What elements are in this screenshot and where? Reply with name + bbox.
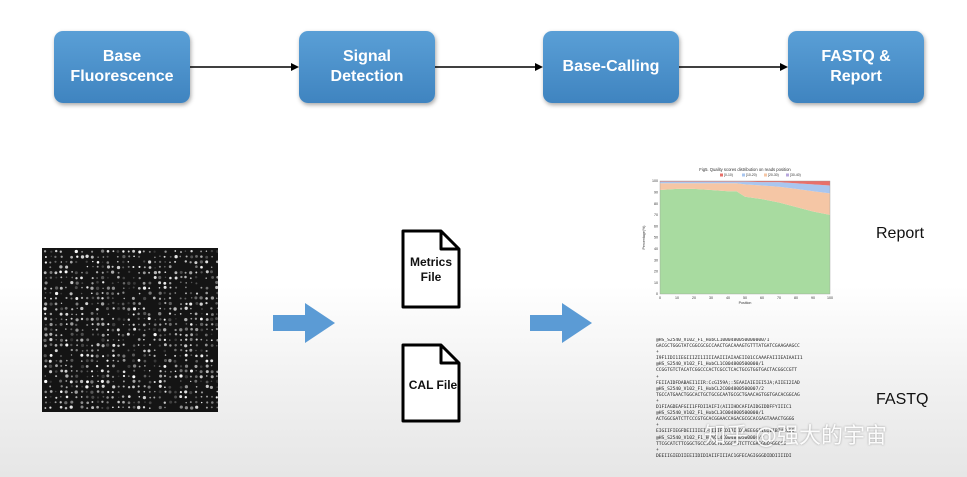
flow-arrow-1 bbox=[190, 63, 299, 71]
fastq-line: @HS_S2540_V102_F1_HobCL4C004800500000/2 bbox=[656, 435, 764, 441]
y-tick-label: 10 bbox=[654, 281, 658, 285]
legend-entry: [30-40) bbox=[790, 173, 801, 177]
legend-swatch bbox=[786, 173, 789, 177]
fastq-line: + bbox=[656, 423, 659, 429]
y-tick-label: 20 bbox=[654, 270, 658, 274]
fastq-line: TGCCATGAACTGGCACTGCTGCGCAATGCGCTGAACAGTG… bbox=[656, 392, 800, 398]
report-label: Report bbox=[876, 225, 925, 242]
legend-entry: [0-10) bbox=[724, 173, 733, 177]
flow-arrow-3 bbox=[679, 63, 788, 71]
x-tick-label: 80 bbox=[794, 296, 798, 300]
cal-file-label: CAL File bbox=[408, 378, 458, 392]
x-tick-label: 20 bbox=[692, 296, 696, 300]
x-tick-label: 50 bbox=[743, 296, 747, 300]
legend-entry: [20-30) bbox=[768, 173, 779, 177]
y-axis-label: Percentage(%) bbox=[642, 226, 646, 250]
fastq-line: @HS_S2540_V102_F1_HobCL3C004800500000/1 bbox=[656, 411, 764, 417]
legend-swatch bbox=[742, 173, 745, 177]
fastq-line: + bbox=[656, 374, 659, 380]
x-axis-label: Position bbox=[739, 301, 752, 305]
y-tick-label: 100 bbox=[652, 179, 658, 183]
x-tick-label: 90 bbox=[811, 296, 815, 300]
x-tick-label: 100 bbox=[827, 296, 833, 300]
x-tick-label: 60 bbox=[760, 296, 764, 300]
fastq-line: CCGGTGTCTACATCGGCCCACTCGCCTCACTGCGTGGTGA… bbox=[656, 368, 798, 374]
y-tick-label: 30 bbox=[654, 258, 658, 262]
y-tick-label: 60 bbox=[654, 224, 658, 228]
fastq-line: GACGCTGGGTATCGGCGCGCCAACTGACAAAGTGTTTATG… bbox=[656, 344, 800, 350]
fastq-label: FASTQ bbox=[876, 391, 929, 408]
fastq-line: EIGIIFIEGFDEIIIIEIFGIIIFIDIBIIDIAEEGGIIG… bbox=[656, 429, 795, 435]
fastq-line: + bbox=[656, 350, 659, 356]
big-arrow-left bbox=[273, 303, 335, 343]
step-base-calling: Base-Calling bbox=[543, 31, 679, 103]
x-tick-label: 40 bbox=[726, 296, 730, 300]
fastq-line: TTCGCATCTTCGGCTGCCGCGCTGCGGGTGTCTTCGAGGG… bbox=[656, 441, 786, 447]
flow-arrow-2 bbox=[435, 63, 543, 71]
fastq-line: + bbox=[656, 398, 659, 404]
big-arrow-right bbox=[530, 303, 592, 343]
y-tick-label: 50 bbox=[654, 236, 658, 240]
fastq-line: FEIIAIDFDABAEI1IIR:CcGI59A;:5EAAIAIEIEI5… bbox=[656, 380, 800, 386]
legend-swatch bbox=[764, 173, 767, 177]
plot-frame bbox=[659, 180, 831, 295]
quality-report-chart: Fig5. Quality scores distribution on rea… bbox=[642, 167, 833, 305]
y-tick-label: 90 bbox=[654, 191, 658, 195]
area-series-[0-10) bbox=[660, 181, 830, 186]
metrics-file-icon bbox=[401, 229, 461, 309]
cal-file-icon bbox=[401, 343, 461, 423]
step-signal-detection: Signal Detection bbox=[299, 31, 435, 103]
metrics-file-label: Metrics File bbox=[409, 255, 453, 284]
area-series-[10-20) bbox=[660, 181, 830, 194]
fastq-line: ACTGGCGATCTTCCCGTGCACGGAACCAGACGCGCACGAG… bbox=[656, 417, 795, 423]
y-tick-label: 80 bbox=[654, 202, 658, 206]
step-fastq-report: FASTQ & Report bbox=[788, 31, 924, 103]
y-tick-label: 70 bbox=[654, 213, 658, 217]
legend-entry: [10-20) bbox=[746, 173, 757, 177]
legend-swatch bbox=[720, 173, 723, 177]
x-tick-label: 0 bbox=[659, 296, 661, 300]
x-tick-label: 70 bbox=[777, 296, 781, 300]
fastq-line: @HS_S2540_V102_F1_HobCL1C004800500000/1 bbox=[656, 362, 764, 368]
fastq-line: + bbox=[656, 447, 659, 453]
fastq-text-block: @HS_S2540_V102_F1_HobCL1000480050000000/… bbox=[656, 338, 826, 474]
area-series-[30-40) bbox=[660, 188, 830, 294]
y-tick-label: 40 bbox=[654, 247, 658, 251]
x-tick-label: 30 bbox=[709, 296, 713, 300]
fastq-line: I9F1IDI1IEGIIIZI1IIIIAAIIIAIAAEII01CCAAA… bbox=[656, 356, 803, 362]
x-tick-label: 10 bbox=[675, 296, 679, 300]
watermark: 知乎 @强大的宇宙 bbox=[704, 424, 887, 449]
fastq-line: D1FIAGDEAFGII1FFDIIAIFI(AIIIHDCAFIAIDGID… bbox=[656, 405, 792, 411]
step-base-fluorescence: Base Fluorescence bbox=[54, 31, 190, 103]
fastq-line: @HS_S2540_V102_F1_HobCL1000480050000000/… bbox=[656, 338, 770, 343]
area-series-[20-30) bbox=[660, 183, 830, 215]
chart-title: Fig5. Quality scores distribution on rea… bbox=[699, 167, 791, 172]
fastq-line: DEEIIGIEDIIEEIIDIDIAIIFIIIAC1GFECAGIGGGD… bbox=[656, 453, 792, 459]
fastq-line: @HS_S2540_V102_F1_HobCL2C004800500007/2 bbox=[656, 386, 764, 392]
y-tick-label: 0 bbox=[656, 292, 658, 296]
fluorescence-image bbox=[42, 248, 218, 412]
